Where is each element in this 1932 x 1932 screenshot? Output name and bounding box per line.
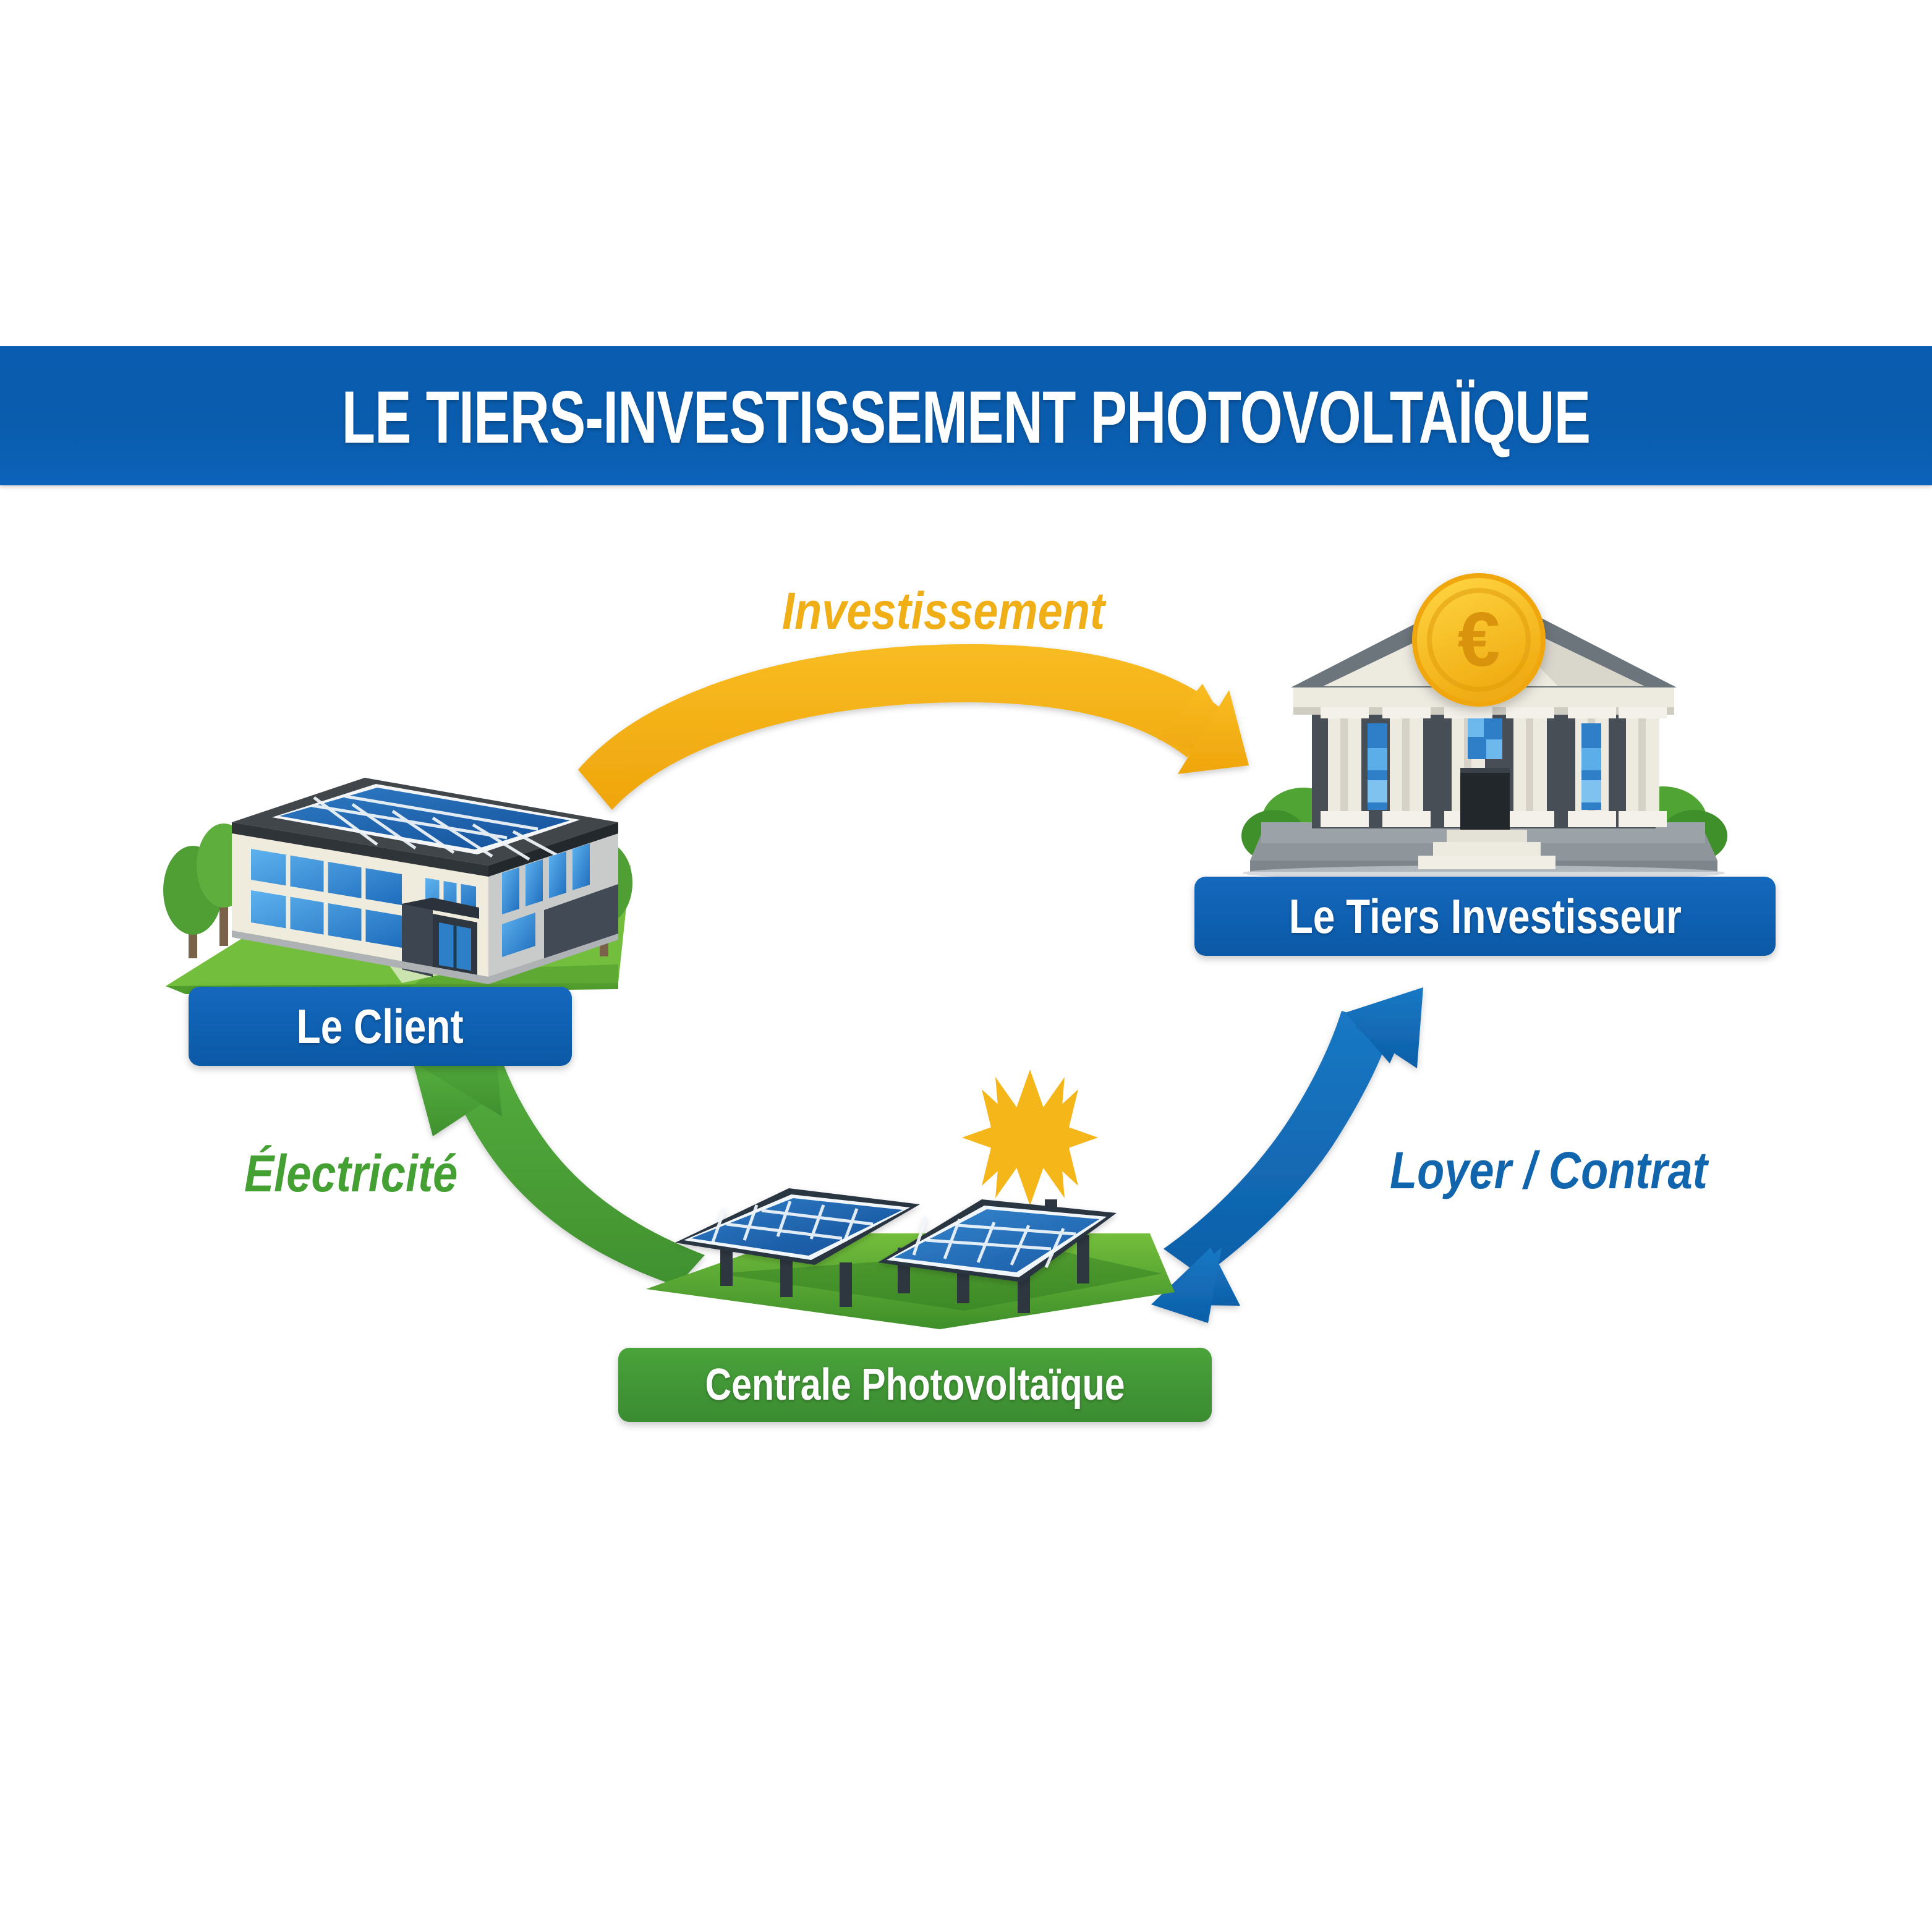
arrow-investissement: [578, 644, 1249, 810]
euro-coin-icon: €: [1412, 573, 1546, 707]
flow-label-electricite: Électricité: [244, 1144, 493, 1204]
node-badge-client-label: Le Client: [296, 998, 464, 1053]
arrow-loyer-contrat: [1151, 987, 1423, 1323]
flow-label-investissement-text: Investissement: [782, 582, 1105, 640]
solar-panel-array-icon: [646, 1188, 1175, 1329]
rooftop-solar-panels-icon: [272, 784, 580, 861]
flow-label-loyer-contrat-text: Loyer / Contrat: [1390, 1141, 1708, 1199]
office-building-with-solar-panels-icon: [163, 778, 632, 1002]
node-badge-client[interactable]: Le Client: [189, 987, 572, 1066]
header-band: [0, 346, 1932, 485]
flow-label-loyer-contrat: Loyer / Contrat: [1390, 1141, 1759, 1201]
flow-label-electricite-text: Électricité: [244, 1144, 458, 1202]
building-windows: [251, 849, 476, 948]
node-badge-plant-label: Centrale Photovoltaïque: [705, 1360, 1125, 1410]
svg-text:€: €: [1458, 597, 1500, 683]
flow-label-investissement: Investissement: [782, 581, 1157, 641]
node-badge-investor[interactable]: Le Tiers Investisseur: [1194, 877, 1776, 956]
page-title: LE TIERS-INVESTISSEMENT PHOTOVOLTAÏQUE: [341, 376, 1591, 459]
sun-icon: [962, 1070, 1098, 1206]
node-badge-plant[interactable]: Centrale Photovoltaïque: [618, 1348, 1212, 1422]
bank-building-with-euro-coin-icon: €: [1241, 573, 1727, 880]
node-badge-investor-label: Le Tiers Investisseur: [1288, 888, 1682, 943]
